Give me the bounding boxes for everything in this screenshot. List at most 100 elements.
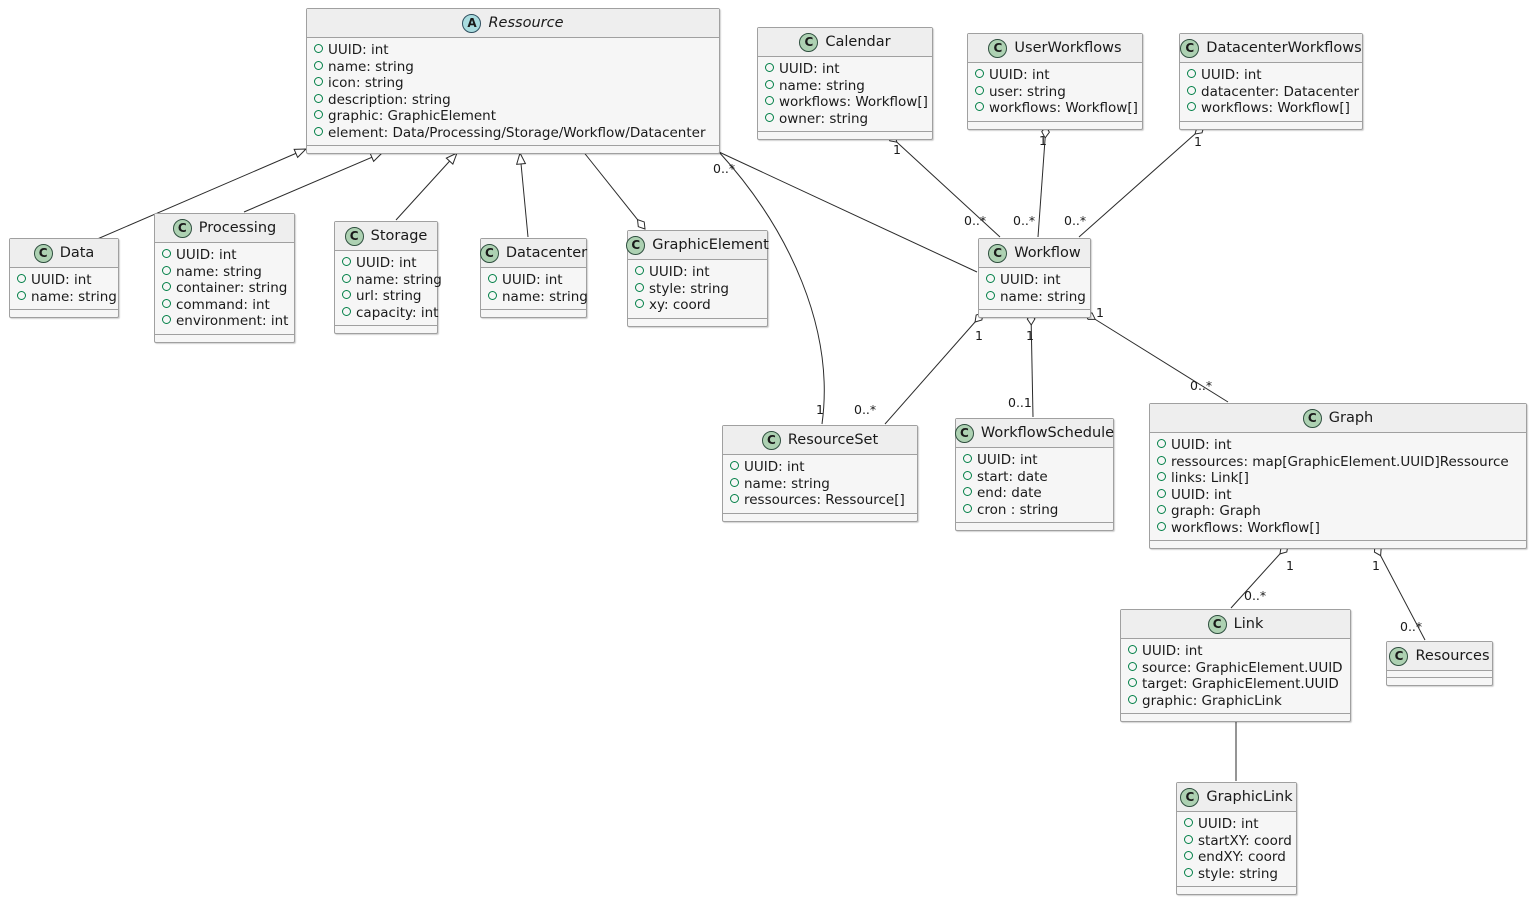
public-visibility-icon: [162, 249, 171, 258]
attribute-row: graph: Graph: [1157, 503, 1520, 520]
attribute-row: start: date: [963, 469, 1107, 486]
public-visibility-icon: [162, 282, 171, 291]
attribute-text: name: string: [176, 263, 262, 280]
class-header-workflow: C Workflow: [979, 239, 1090, 268]
attribute-text: style: string: [649, 280, 729, 297]
class-title-workflowschedule: WorkflowSchedule: [980, 425, 1115, 441]
attribute-text: description: string: [328, 91, 451, 108]
attribute-text: environment: int: [176, 313, 289, 329]
class-methods-ressource: [307, 146, 719, 153]
public-visibility-icon: [488, 290, 497, 300]
multiplicity-label: 1: [1039, 133, 1047, 148]
public-visibility-icon: [1128, 661, 1137, 671]
attribute-text: links: Link[]: [1171, 470, 1249, 486]
public-visibility-icon: [1157, 455, 1166, 465]
attribute-row: UUID: int: [1157, 487, 1520, 504]
class-icon: C: [988, 243, 1008, 263]
attribute-row: end: date: [963, 485, 1107, 502]
public-visibility-icon: [1128, 678, 1137, 687]
attribute-row: endXY: coord: [1184, 849, 1290, 866]
attribute-row: UUID: int: [1184, 816, 1290, 833]
public-visibility-icon: [730, 494, 739, 503]
attribute-text: UUID: int: [977, 452, 1038, 468]
public-visibility-icon: [162, 298, 171, 308]
attribute-text: UUID: int: [744, 459, 805, 475]
attribute-row: owner: string: [765, 111, 926, 128]
attribute-text: end: date: [977, 485, 1042, 501]
class-title-workflow: Workflow: [1014, 245, 1081, 261]
attribute-row: UUID: int: [1128, 643, 1344, 660]
attribute-text: element: Data/Processing/Storage/Workflo…: [328, 124, 706, 141]
class-icon: C: [988, 38, 1008, 58]
class-methods-processing: [155, 335, 294, 342]
multiplicity-label: 1: [816, 402, 824, 417]
public-visibility-icon: [1157, 505, 1166, 514]
attribute-text: name: string: [744, 475, 830, 492]
class-title-resourceset: ResourceSet: [787, 432, 879, 448]
attribute-row: element: Data/Processing/Storage/Workflo…: [314, 125, 713, 142]
class-methods-datacenter: [481, 310, 586, 317]
class-icon: C: [626, 235, 646, 255]
attribute-row: datacenter: Datacenter: [1187, 83, 1360, 101]
class-title-storage: Storage: [370, 228, 428, 244]
attribute-text: UUID: int: [1171, 486, 1232, 503]
class-methods-workflowschedule: [956, 523, 1113, 530]
multiplicity-label: 0..*: [1400, 619, 1423, 634]
public-visibility-icon: [17, 290, 26, 300]
attribute-text: icon: string: [328, 75, 404, 91]
attribute-row: workflows: Workflow[]: [1187, 100, 1356, 117]
public-visibility-icon: [765, 112, 774, 122]
attribute-text: datacenter: Datacenter: [1201, 83, 1360, 100]
public-visibility-icon: [635, 282, 644, 292]
public-visibility-icon: [1157, 488, 1166, 498]
multiplicity-label: 0..*: [1190, 378, 1213, 393]
attribute-text: name: string: [328, 58, 414, 75]
edge-ressource-graphicelement: [581, 149, 646, 230]
multiplicity-label: 1: [1194, 134, 1202, 149]
attribute-text: UUID: int: [31, 272, 92, 288]
attribute-row: UUID: int: [635, 264, 761, 281]
attribute-row: workflows: Workflow[]: [765, 94, 928, 111]
multiplicity-label: 0..1: [1008, 395, 1032, 410]
class-title-datacenterworkflows: DatacenterWorkflows: [1206, 40, 1362, 56]
attribute-text: workflows: Workflow[]: [779, 94, 928, 110]
attribute-text: url: string: [356, 288, 422, 304]
attribute-text: endXY: coord: [1198, 849, 1286, 865]
class-attributes-resources: [1387, 671, 1492, 678]
public-visibility-icon: [986, 274, 995, 283]
class-icon: C: [799, 32, 819, 52]
class-title-processing: Processing: [198, 220, 277, 236]
attribute-row: icon: string: [314, 75, 713, 92]
attribute-text: graphic: GraphicElement: [328, 108, 497, 124]
public-visibility-icon: [975, 85, 984, 95]
public-visibility-icon: [1187, 69, 1196, 78]
attribute-text: UUID: int: [356, 255, 417, 271]
attribute-row: UUID: int: [963, 452, 1107, 469]
abstract-class-icon: A: [462, 13, 482, 33]
attribute-row: name: string: [488, 289, 588, 306]
